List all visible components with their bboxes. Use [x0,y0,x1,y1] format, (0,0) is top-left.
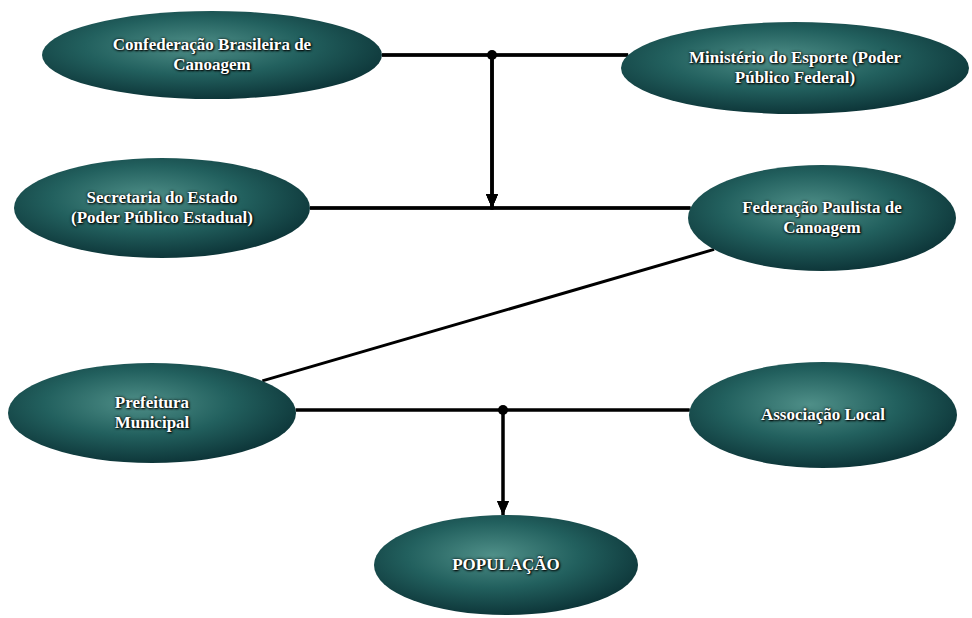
node-label: Associação Local [761,405,885,425]
connector [310,55,628,208]
ellipse-node: Ministério do Esporte (Poder Público Fed… [621,22,969,114]
node-texts: Federação Paulista de Canoagem [737,198,907,237]
arrow-head [497,501,509,515]
water-ellipse [14,158,310,258]
connector-line [310,55,628,208]
node-label: Secretaria do Estado (Poder Público Esta… [71,188,253,227]
node-label: Ministério do Esporte (Poder Público Fed… [688,48,903,87]
node-texts: Prefeitura Municipal [102,393,202,432]
connector-line [262,249,714,380]
ellipse-node: Confederação Brasileira de Canoagem [42,11,382,99]
arrow-head [486,194,498,208]
water-ellipse [689,362,957,468]
connector [497,410,690,515]
junction-dot [498,405,508,415]
arrow-head [486,194,498,208]
junction-dot [487,50,497,60]
connector-line [296,410,503,515]
connector [262,249,714,380]
node-texts: POPULAÇÃO [452,555,560,575]
water-ellipse [621,22,969,114]
connector [296,410,509,515]
connector [310,208,690,209]
ellipse-node: Secretaria do Estado (Poder Público Esta… [14,158,310,258]
node-texts: Ministério do Esporte (Poder Público Fed… [688,48,903,87]
node-label: Federação Paulista de Canoagem [737,198,907,237]
node-texts: Secretaria do Estado (Poder Público Esta… [71,188,253,227]
ellipse-node: Associação Local [689,362,957,468]
arrow-head [497,501,509,515]
ellipse-node: Prefeitura Municipal [8,363,296,463]
connector-line [503,410,690,515]
node-label: Confederação Brasileira de Canoagem [107,35,317,74]
water-ellipse [42,11,382,99]
node-label: POPULAÇÃO [452,555,560,575]
water-ellipse [374,515,638,615]
connector-line [310,207,690,210]
arrow-head [486,194,498,208]
water-ellipse [8,363,296,463]
arrow-head [486,194,498,208]
ellipse-node: POPULAÇÃO [374,515,638,615]
node-label: Prefeitura Municipal [102,393,202,432]
node-texts: Associação Local [761,405,885,425]
ellipse-node: Federação Paulista de Canoagem [688,165,956,271]
node-texts: Confederação Brasileira de Canoagem [107,35,317,74]
water-ellipse [688,165,956,271]
